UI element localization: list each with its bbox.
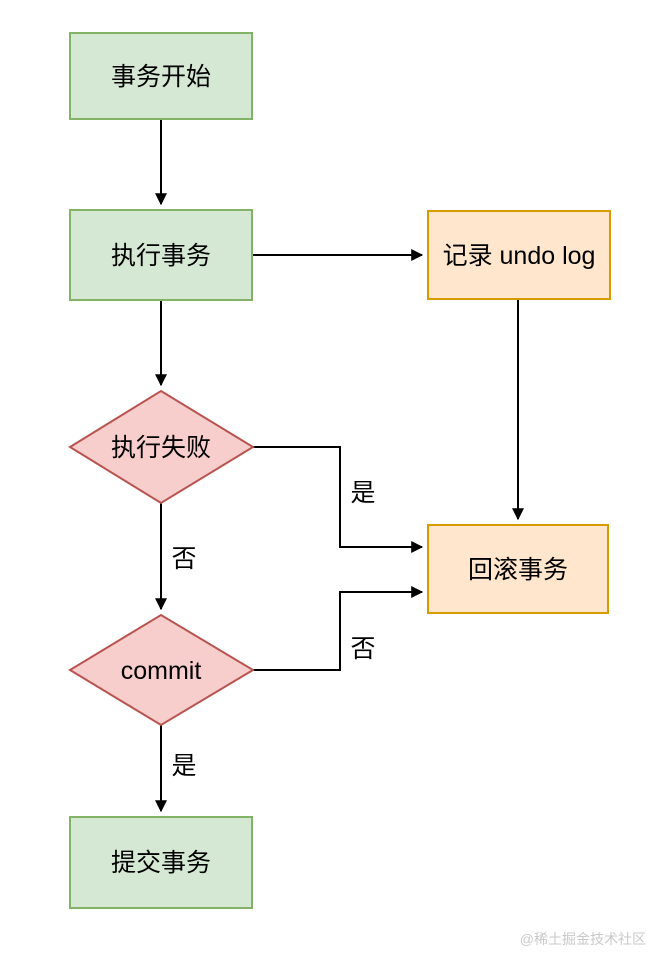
edge-label-yes-fail: 是 bbox=[350, 479, 375, 507]
node-start: 事务开始 bbox=[69, 32, 253, 120]
execute-label: 执行事务 bbox=[111, 242, 211, 270]
start-label: 事务开始 bbox=[111, 63, 211, 91]
undo-log-box bbox=[427, 210, 611, 300]
node-fail-check: 执行失败 bbox=[68, 389, 255, 505]
node-commit-final: 提交事务 bbox=[69, 816, 253, 909]
edge-label-no-fail: 否 bbox=[171, 545, 196, 573]
node-rollback: 回滚事务 bbox=[427, 524, 609, 614]
undo-log-label: 记录 undo log bbox=[443, 242, 596, 270]
start-box bbox=[69, 32, 253, 120]
commit-check-label: commit bbox=[121, 657, 202, 685]
fail-check-diamond bbox=[68, 389, 255, 505]
fail-check-label: 执行失败 bbox=[111, 434, 211, 462]
execute-box bbox=[69, 209, 253, 301]
rollback-label: 回滚事务 bbox=[468, 556, 568, 584]
edge-commitcheck-no-to-rollback bbox=[253, 586, 424, 671]
edge-failcheck-yes-to-rollback bbox=[253, 446, 424, 553]
commit-final-box bbox=[69, 816, 253, 909]
node-execute: 执行事务 bbox=[69, 209, 253, 301]
node-undo-log: 记录 undo log bbox=[427, 210, 611, 300]
commit-check-diamond bbox=[68, 613, 255, 727]
rollback-box bbox=[427, 524, 609, 614]
node-commit-check: commit bbox=[68, 613, 255, 727]
edge-label-yes-commit: 是 bbox=[171, 752, 196, 780]
commit-final-label: 提交事务 bbox=[111, 849, 211, 877]
watermark: @稀土掘金技术社区 bbox=[520, 931, 646, 947]
edge-label-no-commit: 否 bbox=[350, 635, 375, 663]
